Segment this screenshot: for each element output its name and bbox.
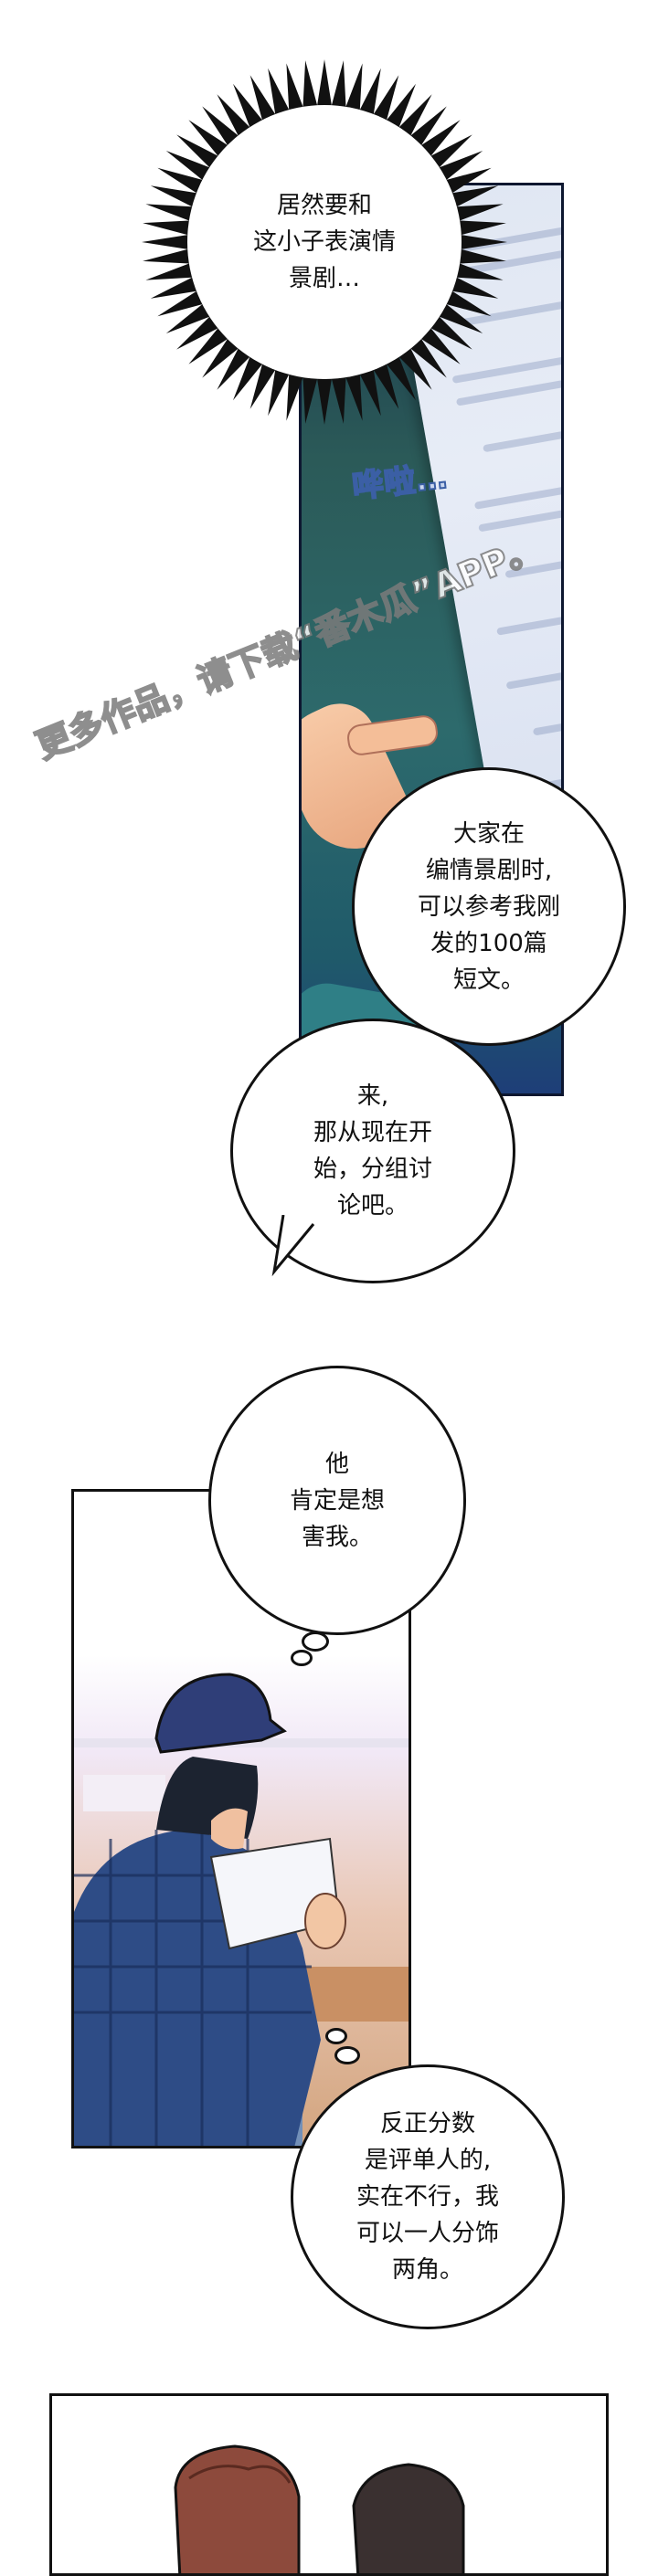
panel-two-heads xyxy=(49,2393,609,2576)
shock-bubble: 居然要和 这小子表演情 景剧… xyxy=(137,55,512,429)
two-heads-illustration xyxy=(174,2444,465,2573)
start-discussion-bubble: 来, 那从现在开 始，分组讨 论吧。 xyxy=(230,1019,515,1283)
thought-dot-2 xyxy=(291,1650,313,1666)
spiky-burst-shape xyxy=(142,59,507,425)
thought-bubble: 他 肯定是想 害我。 xyxy=(208,1366,466,1635)
reply-dot-1 xyxy=(325,2028,347,2044)
start-bubble-tail xyxy=(271,1215,315,1277)
instruction-bubble: 大家在 编情景剧时, 可以参考我刚 发的100篇 短文。 xyxy=(352,767,626,1046)
shock-bubble-text: 居然要和 这小子表演情 景剧… xyxy=(252,192,396,292)
guy-with-cap-illustration xyxy=(74,1673,409,2146)
thought-dot-1 xyxy=(302,1631,329,1652)
reply-bubble-text: 反正分数 是评单人的, 实在不行，我 可以一人分饰 两角。 xyxy=(356,2110,499,2284)
reply-bubble: 反正分数 是评单人的, 实在不行，我 可以一人分饰 两角。 xyxy=(291,2064,565,2329)
thought-bubble-text: 他 肯定是想 害我。 xyxy=(289,1450,385,1551)
instruction-bubble-text: 大家在 编情景剧时, 可以参考我刚 发的100篇 短文。 xyxy=(417,819,560,994)
start-discussion-bubble-text: 来, 那从现在开 始，分组讨 论吧。 xyxy=(313,1082,432,1219)
reply-dot-2 xyxy=(334,2046,360,2064)
